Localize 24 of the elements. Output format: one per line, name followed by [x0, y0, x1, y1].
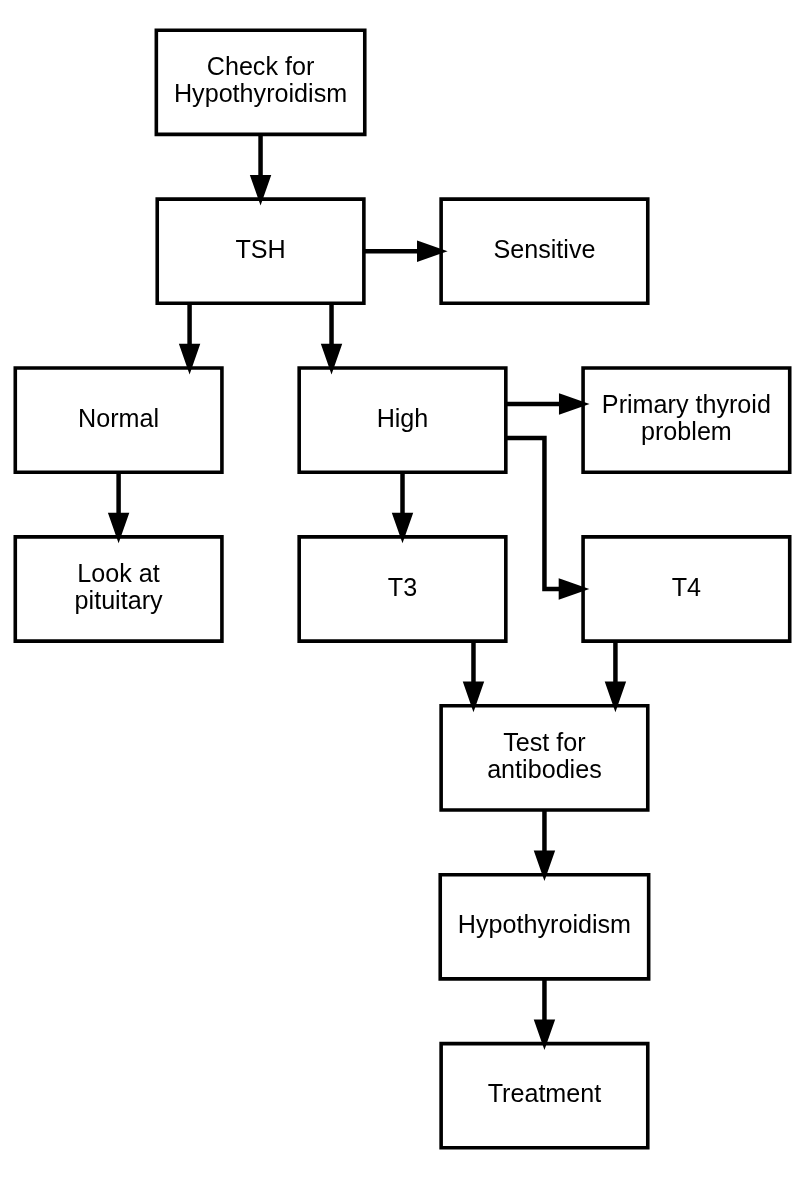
node-box: T3 — [297, 535, 508, 643]
node-box: Treatment — [439, 1041, 650, 1150]
arrow — [533, 979, 556, 1050]
node-box: High — [297, 366, 508, 474]
arrow — [506, 393, 590, 415]
node-box: Normal — [13, 366, 224, 474]
arrow — [107, 472, 130, 544]
arrow — [604, 641, 627, 713]
arrow — [364, 240, 448, 262]
arrow — [462, 641, 485, 713]
node-box: Look at pituitary — [13, 535, 224, 643]
arrow — [391, 472, 414, 544]
arrow — [249, 134, 272, 206]
arrow — [506, 435, 590, 600]
node-box: TSH — [155, 197, 366, 306]
arrow — [178, 303, 201, 375]
node-box: Test for antibodies — [439, 704, 650, 812]
node-box: Primary thyroid problem — [581, 366, 792, 474]
node-box: Hypothyroidism — [438, 872, 651, 981]
node-box: Sensitive — [439, 197, 650, 306]
node-box: T4 — [581, 535, 792, 643]
arrow — [320, 303, 343, 375]
arrow — [533, 810, 556, 882]
node-box: Check for Hypothyroidism — [154, 28, 367, 137]
